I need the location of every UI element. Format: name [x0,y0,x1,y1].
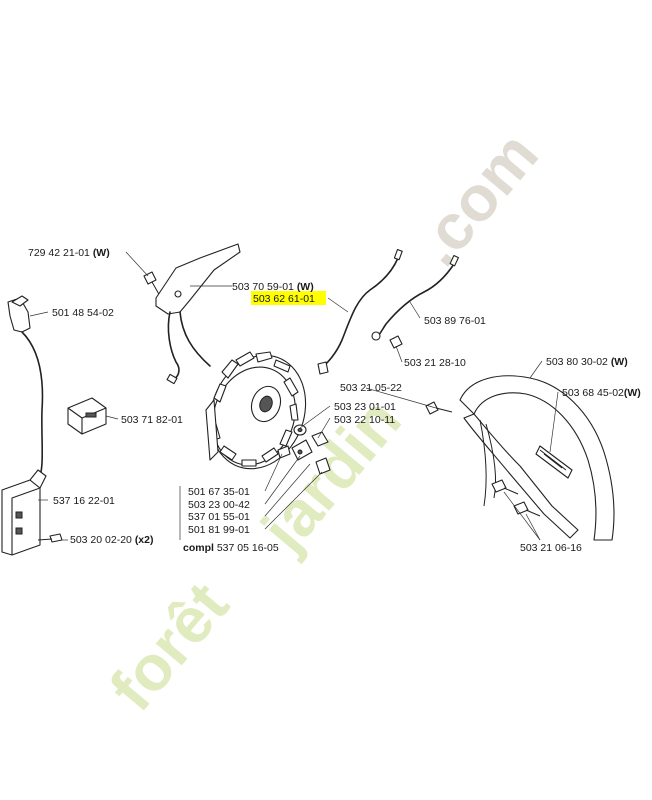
label-503-89-76: 503 89 76-01 [424,315,486,327]
label-501-48-54: 501 48 54-02 [52,307,114,319]
label-503-21-05: 503 21 05-22 [340,382,402,394]
watermark-foret: forêt [96,569,243,724]
watermark-com: .com [401,118,552,279]
label-537-01-55: 537 01 55-01 [188,511,250,523]
label-729-42-21: 729 42 21-01 (W) [28,247,110,259]
ignition-module-part [1,469,47,556]
label-501-81-99: 501 81 99-01 [188,524,250,536]
label-537-16-22: 537 16 22-01 [53,495,115,507]
label-503-21-06: 503 21 06-16 [520,542,582,554]
switch-block-part [67,397,107,435]
wire-89-76-part [371,254,459,349]
label-compl-537-05-16: compl 537 05 16-05 [183,542,279,554]
leader-lines [29,251,559,541]
nut-washer-parts [277,424,331,475]
screw-top [143,271,161,297]
handle-bar-part [459,375,615,541]
screw-06-16-part [491,479,541,517]
label-503-23-00: 503 23 00-42 [188,499,250,511]
label-503-22-10: 503 22 10-11 [334,414,395,426]
label-503-68-45: 503 68 45-02(W) [562,387,641,399]
label-503-70-59: 503 70 59-01 (W) [232,281,314,293]
wire-62-61-part [317,249,403,375]
label-503-21-28: 503 21 28-10 [404,357,466,369]
label-503-71-82: 503 71 82-01 [121,414,183,426]
label-503-23-01: 503 23 01-01 [334,401,396,413]
spark-plug-cap-part [7,295,44,481]
flywheel-part [205,351,307,470]
label-503-80-30: 503 80 30-02 (W) [546,356,628,368]
cover-plate-part [155,243,241,385]
label-503-20-02: 503 20 02-20 (x2) [70,534,154,546]
highlight-503-62-61 [251,291,326,305]
screw-05-22-part [425,401,453,415]
part-labels: 729 42 21-01 (W) 503 70 59-01 (W) 503 62… [28,247,641,554]
screw-left-bottom [37,533,63,543]
label-503-62-61: 503 62 61-01 [253,293,315,305]
label-501-67-35: 501 67 35-01 [188,486,250,498]
